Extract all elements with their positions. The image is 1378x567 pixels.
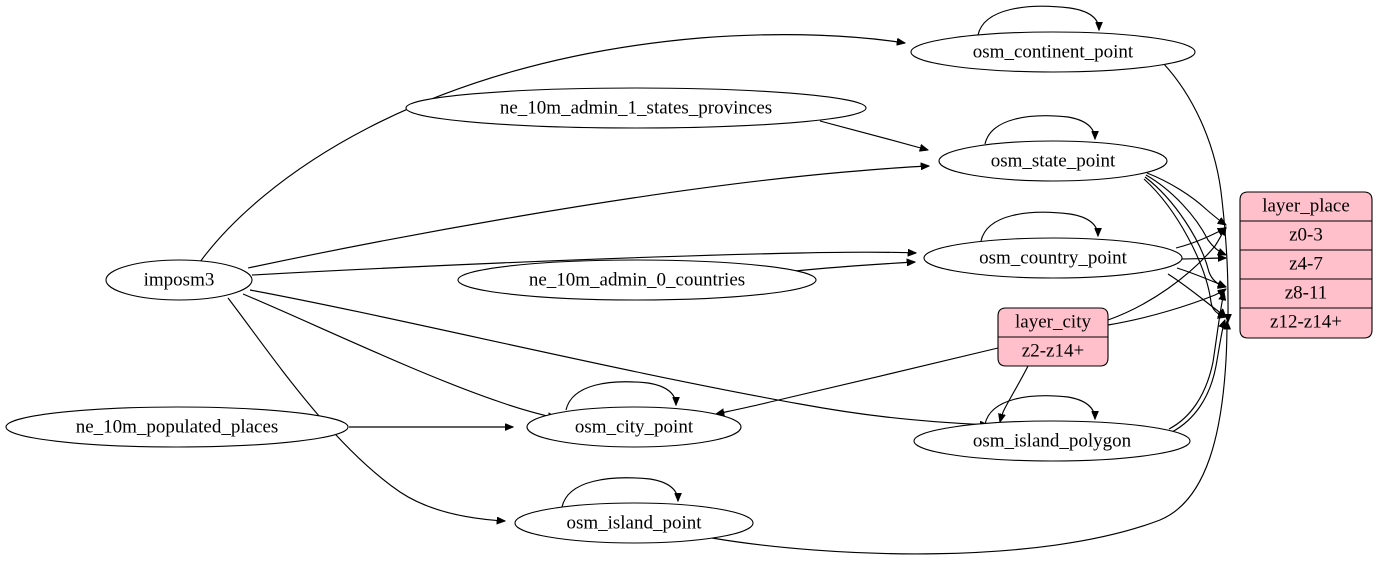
edge-osm-country-point-layer-place-z4-7 xyxy=(1180,258,1226,259)
edge-osm-country-point-layer-place-z8-11 xyxy=(1176,267,1226,288)
edge-ne-countries-osm-country-point xyxy=(794,262,915,272)
layer-place-body xyxy=(1239,191,1373,339)
edge-osm-continent-point-layer-place-z12 xyxy=(1162,62,1228,322)
node-label-ne-countries: ne_10m_admin_0_countries xyxy=(529,269,745,290)
edge-layer xyxy=(199,5,1228,555)
node-ne-10m-populated-places[interactable]: ne_10m_populated_places xyxy=(5,406,349,448)
node-label-ne-states: ne_10m_admin_1_states_provinces xyxy=(500,97,772,118)
edge-imposm3-osm-island-point xyxy=(227,297,505,521)
node-osm-island-polygon[interactable]: osm_island_polygon xyxy=(913,420,1191,462)
node-layer: imposm3 ne_10m_admin_1_states_provinces … xyxy=(5,31,1196,544)
edge-self-loop-osm-city-point xyxy=(565,381,676,411)
edge-self-loop-osm-country-point xyxy=(980,211,1098,242)
layer-place-title: layer_place xyxy=(1262,195,1350,216)
edge-layer-city-osm-island-polygon xyxy=(1000,365,1029,422)
layer-city-title: layer_city xyxy=(1015,311,1091,332)
edge-osm-country-point-layer-place-z0-3 xyxy=(1175,228,1226,249)
edge-ne-states-osm-state-point xyxy=(819,120,928,150)
edge-osm-state-point-layer-place-z4-7 xyxy=(1145,174,1226,256)
layer-place-row-z8-11[interactable]: z8-11 xyxy=(1285,282,1328,303)
edge-osm-island-polygon-layer-place-z12 xyxy=(1171,320,1225,433)
node-label-osm-state-point: osm_state_point xyxy=(991,150,1116,171)
edge-layer-city-layer-place-z0-3 xyxy=(1107,227,1226,321)
edge-osm-state-point-layer-place-z0-3 xyxy=(1146,172,1226,225)
layer-place-row-z0-3[interactable]: z0-3 xyxy=(1289,224,1323,245)
node-osm-island-point[interactable]: osm_island_point xyxy=(514,502,754,544)
node-label-osm-island-point: osm_island_point xyxy=(566,512,702,533)
edge-layer-city-layer-place-z8-11 xyxy=(1107,289,1226,326)
edge-self-loop-osm-state-point xyxy=(984,115,1095,145)
node-ne-10m-admin-0-countries[interactable]: ne_10m_admin_0_countries xyxy=(457,259,817,301)
node-osm-state-point[interactable]: osm_state_point xyxy=(938,140,1168,182)
edge-self-loop-osm-island-polygon xyxy=(984,395,1095,425)
node-osm-continent-point[interactable]: osm_continent_point xyxy=(910,31,1196,73)
node-label-osm-country-point: osm_country_point xyxy=(979,247,1127,268)
layer-city-row-z2-z14plus[interactable]: z2-z14+ xyxy=(1022,340,1084,361)
edge-imposm3-osm-island-polygon xyxy=(249,289,988,425)
edge-osm-island-point-layer-place-z12 xyxy=(711,321,1227,555)
node-layer-place[interactable]: layer_place z0-3 z4-7 z8-11 z12-z14+ xyxy=(1239,191,1373,339)
layer-place-row-z12-z14plus[interactable]: z12-z14+ xyxy=(1270,311,1342,332)
edge-osm-island-polygon-layer-place-z8-11 xyxy=(1168,292,1224,430)
node-layer-city[interactable]: layer_city z2-z14+ xyxy=(997,307,1109,367)
node-label-ne-populated: ne_10m_populated_places xyxy=(76,416,279,437)
node-imposm3[interactable]: imposm3 xyxy=(105,259,253,301)
edge-self-loop-osm-continent-point xyxy=(977,5,1099,36)
node-osm-country-point[interactable]: osm_country_point xyxy=(923,237,1183,279)
edge-osm-country-point-layer-place-z12 xyxy=(1167,273,1226,317)
edge-self-loop-osm-island-point xyxy=(561,477,678,508)
node-label-imposm3: imposm3 xyxy=(144,269,215,290)
edge-imposm3-osm-continent-point xyxy=(199,34,905,263)
node-ne-10m-admin-1-states-provinces[interactable]: ne_10m_admin_1_states_provinces xyxy=(405,87,867,129)
node-label-osm-island-polygon: osm_island_polygon xyxy=(973,430,1132,451)
record-layer: layer_place z0-3 z4-7 z8-11 z12-z14+ lay… xyxy=(997,191,1373,367)
edge-imposm3-osm-state-point xyxy=(247,166,929,269)
node-label-osm-continent-point: osm_continent_point xyxy=(973,41,1134,62)
edge-layer-city-osm-city-point xyxy=(716,347,999,414)
node-osm-city-point[interactable]: osm_city_point xyxy=(526,406,742,448)
node-label-osm-city-point: osm_city_point xyxy=(575,416,694,437)
edge-imposm3-osm-country-point xyxy=(251,252,916,276)
layer-place-row-z4-7[interactable]: z4-7 xyxy=(1289,253,1323,274)
edge-imposm3-osm-city-point xyxy=(242,293,556,418)
